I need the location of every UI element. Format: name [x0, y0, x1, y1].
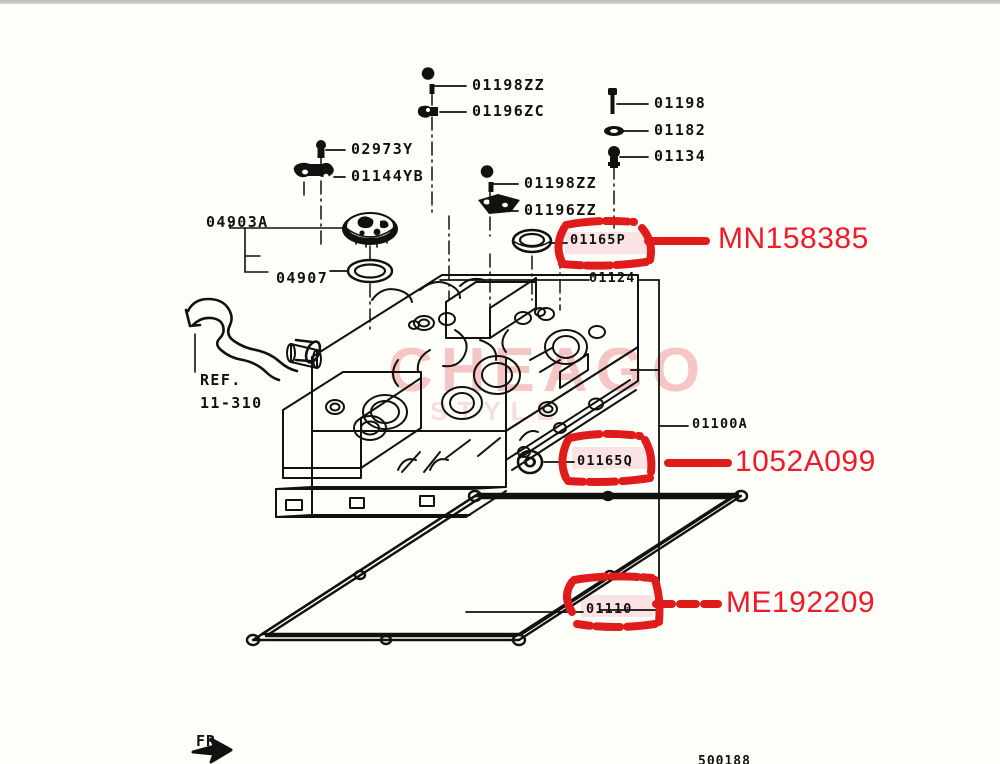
icon-bolt-01198zz-top: [421, 67, 435, 94]
icon-bolt-01198zz-mid: [480, 165, 494, 192]
front-direction-label: FR: [196, 732, 217, 750]
label-01134: 01134: [654, 147, 707, 165]
icon-washer-01182: [604, 126, 624, 136]
annotation-mn158385: MN158385: [718, 222, 869, 255]
drawing-code: 500188: [698, 754, 751, 764]
icon-front-arrow: [191, 737, 233, 764]
reference-line-1: REF.: [200, 371, 242, 389]
label-04903a: 04903A: [206, 213, 269, 231]
label-01124: 01124: [589, 270, 636, 286]
icon-plate-01196zz: [478, 194, 520, 214]
valve-cover-gasket: [245, 489, 749, 647]
label-01196zc: 01196ZC: [472, 102, 546, 120]
label-01165q: 01165Q: [577, 453, 633, 469]
icon-bolt-01198: [608, 88, 617, 114]
label-02973y: 02973Y: [351, 140, 414, 158]
label-01165p: 01165P: [570, 232, 626, 248]
highlight-01165p: [565, 232, 649, 254]
circle-01165p: [554, 217, 655, 270]
window-top-bar: [0, 0, 1000, 4]
label-01196zz: 01196ZZ: [524, 201, 598, 219]
icon-pcv-hose: [184, 297, 322, 382]
reference-line-2: 11-310: [200, 394, 263, 412]
icon-stud-01134: [608, 146, 620, 168]
label-01198zz-mid: 01198ZZ: [524, 174, 598, 192]
label-01198zz-top: 01198ZZ: [472, 76, 546, 94]
label-04907: 04907: [276, 269, 329, 287]
icon-oil-filler-cap: [342, 212, 398, 248]
icon-bolt-02973y: [316, 140, 326, 158]
valve-cover-body: [275, 274, 639, 518]
circle-01110: [563, 572, 664, 631]
highlight-01165q: [572, 447, 654, 469]
icon-bracket-01144yb: [293, 162, 334, 179]
label-01100a: 01100A: [692, 416, 748, 432]
label-01144yb: 01144YB: [351, 167, 425, 185]
icon-clip-01196zc: [417, 105, 438, 118]
label-01182: 01182: [654, 121, 707, 139]
leader-lines: [439, 279, 689, 613]
icon-seal-01165p: [511, 228, 553, 254]
label-01110: 01110: [586, 601, 633, 617]
circle-01165q: [558, 429, 656, 486]
highlight-01110: [581, 595, 653, 617]
label-01198: 01198: [654, 94, 707, 112]
annotation-1052a099: 1052A099: [735, 445, 876, 478]
annotation-me192209: ME192209: [726, 586, 876, 619]
